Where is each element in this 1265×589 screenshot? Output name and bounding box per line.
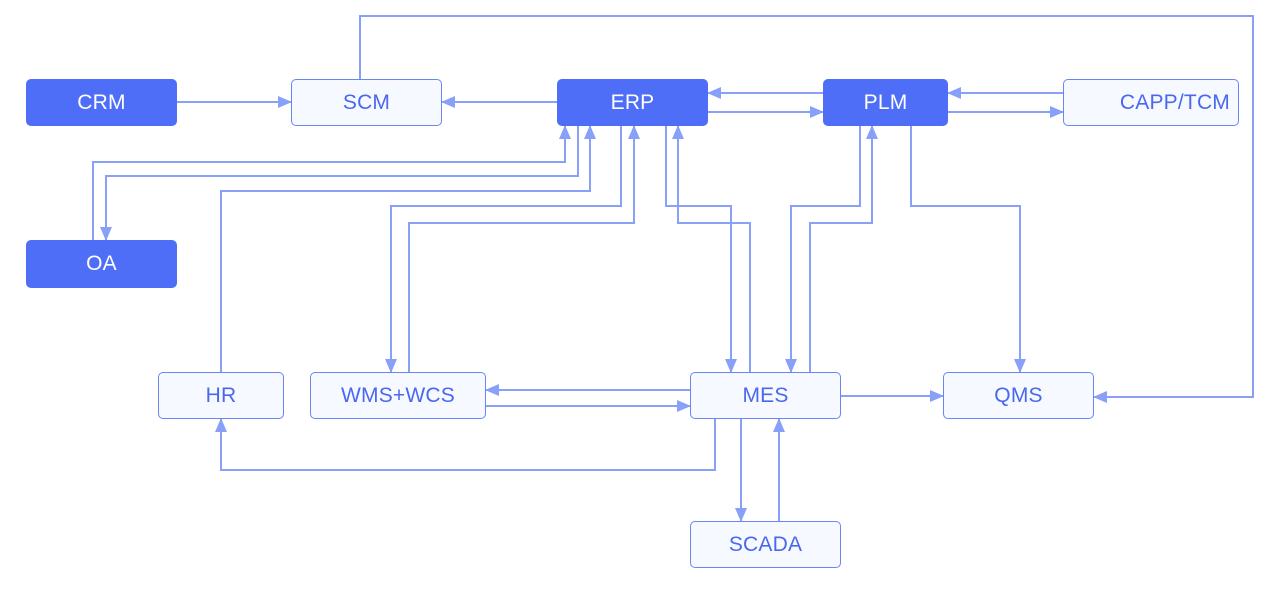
node-label: ERP: [610, 90, 655, 114]
node-oa[interactable]: OA: [26, 240, 177, 288]
node-plm[interactable]: PLM: [823, 79, 948, 126]
connector-erp-to-wms: [385, 126, 622, 373]
node-label: SCM: [342, 90, 391, 114]
connector-mes-to-hr: [215, 418, 716, 471]
node-qms[interactable]: QMS: [943, 372, 1094, 419]
node-scm[interactable]: SCM: [291, 79, 442, 126]
node-label: HR: [205, 383, 237, 407]
connector-mes-to-erp: [672, 125, 751, 372]
node-scada[interactable]: SCADA: [690, 521, 841, 568]
node-wms-wcs[interactable]: WMS+WCS: [310, 372, 486, 419]
node-label: MES: [742, 383, 789, 407]
node-capp-tcm[interactable]: CAPP/TCM: [1063, 79, 1239, 126]
connector-mes-to-plm: [809, 125, 878, 372]
connector-hr-to-erp: [220, 125, 596, 372]
connector-wms-to-erp: [408, 125, 640, 372]
node-hr[interactable]: HR: [158, 372, 284, 419]
connector-oa-to-erp: [92, 125, 571, 240]
node-label: QMS: [994, 383, 1043, 407]
node-label: SCADA: [728, 532, 803, 556]
node-label: OA: [86, 252, 117, 275]
connector-plm-to-qms: [910, 126, 1026, 373]
node-erp[interactable]: ERP: [557, 79, 708, 126]
node-label: CAPP/TCM: [1119, 90, 1230, 114]
node-mes[interactable]: MES: [690, 372, 841, 419]
node-label: PLM: [863, 90, 908, 114]
node-label: CRM: [77, 90, 126, 114]
node-crm[interactable]: CRM: [26, 79, 177, 126]
node-label: WMS+WCS: [341, 383, 455, 407]
connector-scm-to-qms: [359, 15, 1254, 403]
connector-erp-to-oa: [100, 126, 579, 241]
connector-erp-to-mes: [665, 126, 737, 373]
connector-plm-to-mes: [785, 126, 861, 373]
